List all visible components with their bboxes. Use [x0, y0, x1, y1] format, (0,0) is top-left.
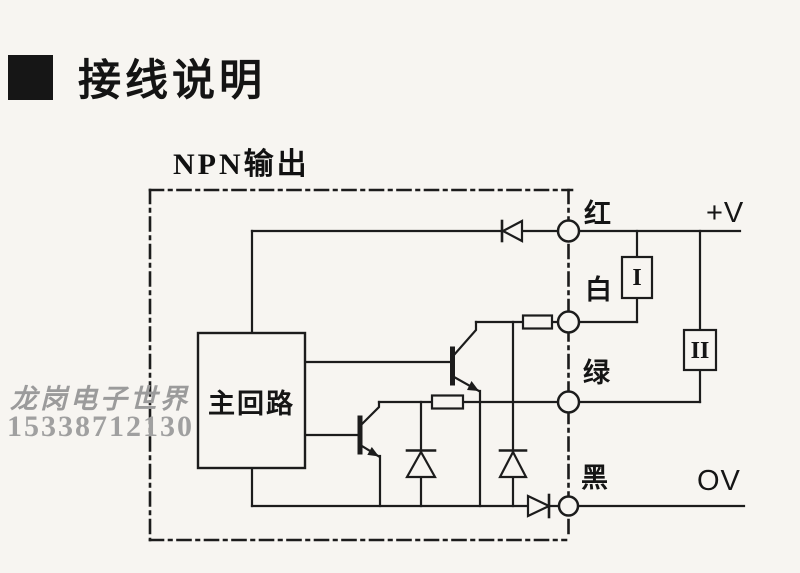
- terminal-red: [556, 219, 581, 243]
- transistor-q1: [450, 320, 481, 393]
- page-title: 接线说明: [78, 57, 266, 105]
- terminals: [556, 219, 581, 517]
- transistor-q2: [357, 400, 381, 459]
- resistor-green-line: [430, 394, 465, 410]
- q1-emitter-arrow: [467, 381, 479, 391]
- main-circuit-box: [196, 331, 307, 470]
- wire-label-black: 黑: [581, 463, 608, 493]
- load2-box: [682, 328, 718, 372]
- terminal-label-positive: +V: [706, 197, 745, 229]
- diode-black-wire: [526, 493, 552, 519]
- diode-white-protection: [498, 449, 528, 479]
- wire-label-red: 红: [584, 199, 611, 229]
- q2-emitter-arrow: [367, 447, 379, 457]
- terminal-white: [556, 310, 581, 334]
- diagram-title: NPN输出: [173, 148, 310, 181]
- main-circuit-label: 主回路: [208, 389, 295, 419]
- load1-box: [620, 255, 654, 300]
- diode-red-wire: [500, 219, 524, 243]
- wires: [250, 229, 746, 508]
- load2-label: II: [690, 338, 710, 364]
- load1-label: I: [632, 265, 642, 291]
- watermark-shop-name: 龙岗电子世界: [10, 384, 190, 414]
- watermark-phone-number: 15338712130: [7, 410, 194, 443]
- wire-label-white: 白: [585, 275, 612, 305]
- section-marker-square: [8, 55, 53, 100]
- resistor-white-line: [521, 314, 554, 330]
- terminal-black: [557, 495, 580, 517]
- wire-label-green: 绿: [583, 358, 610, 388]
- terminal-green: [556, 390, 581, 414]
- diode-green-protection: [405, 449, 437, 479]
- dashed-enclosure-border: [148, 188, 574, 542]
- terminal-label-ground: OV: [697, 465, 741, 497]
